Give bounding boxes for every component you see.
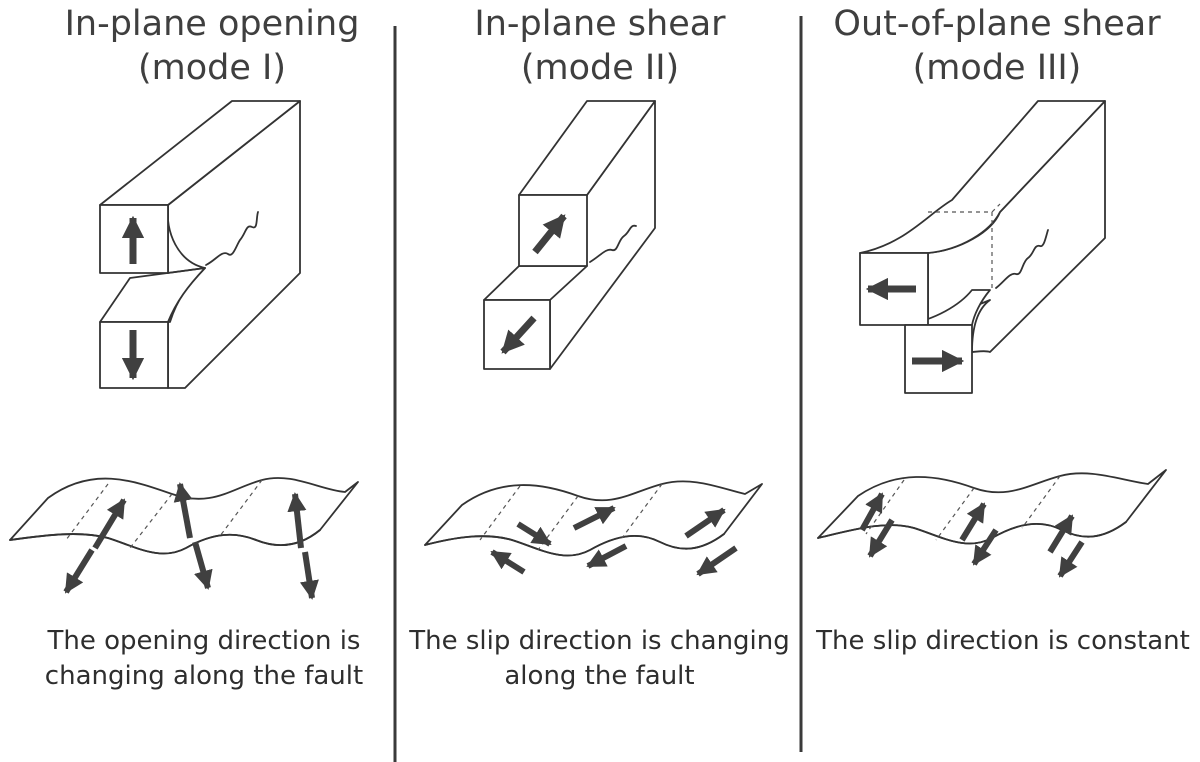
caption-mode-3: The slip direction is constant — [808, 624, 1198, 659]
caption-mode-2: The slip direction is changing along the… — [402, 624, 797, 694]
mode-3-slip-arrow — [1057, 540, 1085, 578]
mode-1-crack-front — [205, 211, 259, 266]
title-mode-1-line1: In-plane opening — [64, 4, 360, 44]
caption-mode-2-line2: along the fault — [504, 661, 695, 691]
mode-3-slip-arrow — [1047, 514, 1075, 554]
caption-mode-1: The opening direction is changing along … — [14, 624, 394, 694]
mode-2-down-arrow — [500, 315, 537, 355]
mode-2-block — [483, 100, 656, 370]
mode-3-block — [859, 100, 1106, 394]
mode-2-slip-arrow — [684, 507, 726, 539]
mode-2-slip-arrow — [490, 549, 526, 575]
mode-3-fault-surface — [817, 469, 1167, 545]
caption-mode-2-line1: The slip direction is changing — [409, 626, 790, 656]
mode-1-opening-arrow — [92, 498, 127, 550]
mode-2-slip-arrow — [516, 521, 552, 547]
mode-1-opening-arrow — [63, 548, 95, 594]
mode-3-crack-front — [995, 229, 1049, 289]
mode-2-crack-front — [589, 224, 637, 263]
caption-mode-1-line2: changing along the fault — [44, 661, 364, 691]
mode-1-opening-arrow — [173, 482, 193, 539]
caption-mode-1-line1: The opening direction is — [47, 626, 361, 656]
mode-2-slip-arrow — [572, 505, 616, 531]
mode-2-slip-arrow — [586, 543, 628, 569]
title-mode-3: Out-of-plane shear (mode III) — [797, 2, 1197, 90]
title-mode-1: In-plane opening (mode I) — [12, 2, 412, 90]
mode-3-slip-arrow — [859, 492, 885, 532]
mode-1-opening-arrow — [287, 492, 307, 549]
title-mode-3-line2: (mode III) — [912, 48, 1082, 88]
mode-1-opening-arrow — [192, 541, 213, 590]
mode-3-hidden-edges — [928, 203, 1001, 290]
title-mode-2: In-plane shear (mode II) — [400, 2, 800, 90]
mode-3-slip-arrow — [971, 528, 999, 566]
title-mode-3-line1: Out-of-plane shear — [833, 4, 1161, 44]
title-mode-2-line1: In-plane shear — [474, 4, 726, 44]
caption-mode-3-line1: The slip direction is constant — [816, 626, 1190, 656]
mode-2-up-arrow — [532, 213, 567, 255]
mode-1-opening-arrow — [299, 551, 319, 600]
mode-3-slip-arrow — [867, 518, 895, 558]
title-mode-1-line2: (mode I) — [137, 48, 286, 88]
title-mode-2-line2: (mode II) — [520, 48, 680, 88]
mode-3-slip-arrow — [959, 502, 987, 542]
mode-2-slip-arrow — [696, 545, 738, 577]
